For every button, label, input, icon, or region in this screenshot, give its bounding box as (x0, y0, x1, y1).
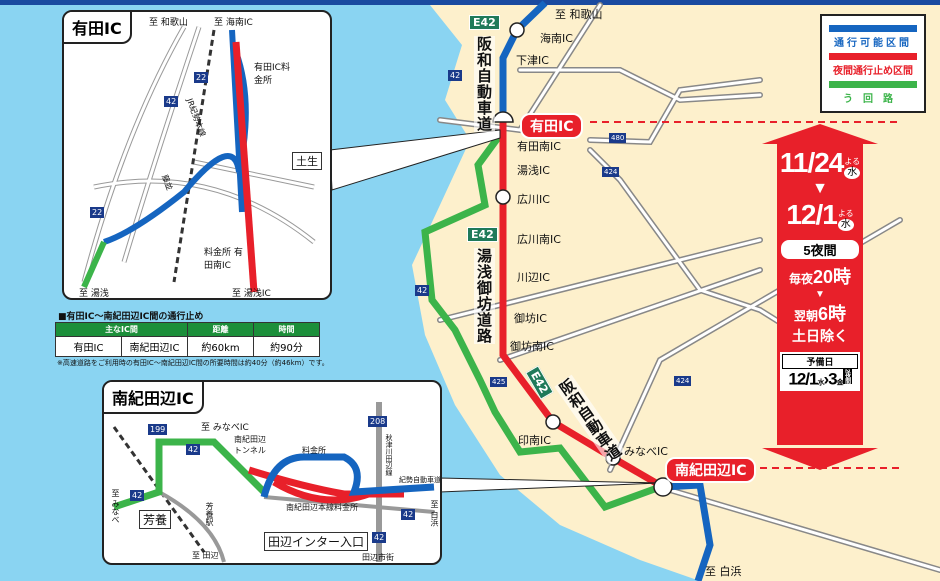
exclusion: 土日除く (792, 328, 848, 344)
ic-label: 海南IC (540, 32, 573, 45)
end-weekday: 水 (837, 218, 854, 231)
route-shield: 424 (674, 376, 692, 386)
minamikii-tanabe-ic-tag: 南紀田辺IC (665, 457, 757, 483)
to-wakayama-label: 至 和歌山 (555, 8, 603, 21)
ic-label: 有田南IC (517, 140, 561, 153)
route-shield: 480 (609, 133, 627, 143)
inset-title: 有田IC (64, 12, 132, 44)
route-shield: 42 (415, 285, 430, 296)
ic-label: 広川IC (517, 193, 550, 206)
arida-ic-tag: 有田IC (520, 113, 584, 139)
ic-label: 御坊南IC (510, 340, 554, 353)
ic-label: みなべIC (624, 445, 668, 458)
start-date: 11/24 (779, 147, 845, 178)
legend: 通行可能区間 夜間通行止め区間 う回路 (820, 14, 926, 113)
morning-end: 6時 (818, 304, 847, 324)
tanabe-inter-entrance-box: 田辺インター入口 (264, 532, 369, 551)
legend-closed: 夜間通行止め区間 (833, 66, 913, 77)
reserve-days: 予備日 12/1水›3金2夜間 (780, 352, 860, 392)
closure-arrow (762, 124, 878, 470)
haya-box: 芳養 (139, 510, 172, 529)
route-shield: 424 (602, 167, 620, 177)
open-route-south (662, 481, 714, 581)
ic-label: 広川南IC (517, 233, 561, 246)
yuasa-gobo-road-label: 湯浅御坊道路 (474, 248, 495, 344)
legend-open: 通行可能区間 (834, 38, 912, 49)
end-date: 12/1 (786, 199, 837, 230)
ic-label: 湯浅IC (517, 164, 550, 177)
nights-count: 5夜間 (781, 240, 859, 259)
route-shield: 425 (490, 377, 508, 387)
start-weekday: 水 (844, 166, 861, 179)
arida-ic-inset: 有田IC 至 和歌山 至 海南IC 有田IC料金所 土生 料金所 有田南IC 至… (62, 10, 332, 300)
e42-badge: E42 (469, 15, 500, 30)
nightly-start: 20時 (812, 267, 852, 287)
minamikii-tanabe-inset: 南紀田辺IC 至 みなべIC 南紀田辺トンネル 料金所 紀勢自動車道 秋津川田辺… (102, 380, 442, 565)
ic-label: 川辺IC (517, 271, 550, 284)
e42-badge: E42 (467, 227, 498, 242)
ic-label: 下津IC (516, 54, 549, 67)
ic-label: 印南IC (518, 434, 551, 447)
legend-detour: う回路 (843, 94, 903, 105)
table-heading: ■有田IC～南紀田辺IC間の通行止め (58, 312, 204, 322)
open-route-north (499, 0, 548, 122)
inset-title: 南紀田辺IC (104, 382, 204, 414)
to-shirahama-label: 至 白浜 (705, 565, 742, 578)
ic-label: 御坊IC (514, 312, 547, 325)
table-note: ※高速道路をご利用時の有田IC～南紀田辺IC間の所要時間は約40分（約46km）… (57, 359, 329, 367)
detour-route (421, 132, 662, 512)
hanwa-expressway-label: 阪和自動車道 (474, 36, 495, 132)
route-shield: 42 (448, 70, 463, 81)
